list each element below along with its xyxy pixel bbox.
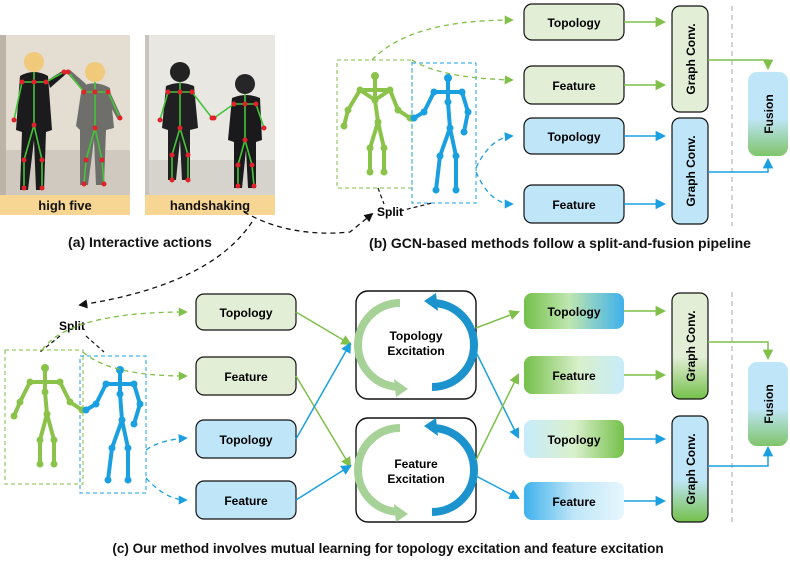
graph-conv-label: Graph Conv. xyxy=(684,310,698,381)
feature-label: Feature xyxy=(552,79,596,93)
arrow xyxy=(295,311,352,346)
arrow xyxy=(295,464,352,501)
feature-label: Feature xyxy=(224,370,268,384)
photo-label-high-five: high five xyxy=(38,198,91,213)
blue-skeleton-box xyxy=(79,355,147,494)
arrow-photo-to-split xyxy=(78,221,253,309)
topology-label: Topology xyxy=(547,305,600,319)
photo-high-five xyxy=(0,35,130,195)
photo-label-bg xyxy=(145,195,275,215)
arrow xyxy=(475,351,519,439)
branch-arrow-topology xyxy=(371,15,514,61)
topology-label: Topology xyxy=(547,433,600,447)
blue-joints xyxy=(410,74,472,194)
topology-box xyxy=(524,420,624,458)
branch-arrow-topology xyxy=(475,132,514,169)
cycle-arrows-icon xyxy=(354,418,478,522)
split-connector xyxy=(39,335,105,353)
graph-conv-label: Graph Conv. xyxy=(684,135,698,206)
arrow xyxy=(708,341,774,361)
arrow xyxy=(475,373,519,461)
excitation-label: Excitation xyxy=(387,344,444,358)
green-joints xyxy=(340,72,414,176)
branch-arrow-topology xyxy=(145,434,188,451)
panel-b: Topology Feature Topology Feature Graph … xyxy=(243,3,788,251)
topology-label: Topology xyxy=(219,433,272,447)
caption-b: (b) GCN-based methods follow a split-and… xyxy=(369,235,751,251)
arrow xyxy=(475,475,520,499)
panel-c: Split Topology Feature xyxy=(4,221,788,556)
photo-handshaking xyxy=(145,35,275,195)
feature-box xyxy=(524,482,624,520)
topology-label: Topology xyxy=(547,16,600,30)
split-label: Split xyxy=(377,205,403,219)
fusion-box xyxy=(748,72,788,156)
arrow xyxy=(708,445,774,467)
photo-label-handshaking: handshaking xyxy=(170,198,250,213)
excitation-label: Topology xyxy=(389,329,442,343)
topology-label: Topology xyxy=(219,306,272,320)
branch-arrow-feature xyxy=(475,171,514,209)
excitation-label: Feature xyxy=(394,457,438,471)
graph-conv-label: Graph Conv. xyxy=(684,23,698,94)
graph-conv-label: Graph Conv. xyxy=(684,433,698,504)
blue-joints xyxy=(82,366,144,484)
blue-skeleton xyxy=(412,76,471,192)
feature-box xyxy=(524,356,624,394)
cycle-arrows-icon xyxy=(354,293,478,397)
photo-label-bg xyxy=(0,195,130,215)
green-skeleton-box xyxy=(336,59,413,189)
feature-label: Feature xyxy=(224,494,268,508)
green-skeleton-box xyxy=(4,349,84,485)
graph-conv-box xyxy=(671,415,709,523)
feature-label: Feature xyxy=(552,495,596,509)
arrow xyxy=(708,59,774,71)
fusion-label: Fusion xyxy=(762,384,776,423)
arrow-photo-to-split xyxy=(243,211,374,234)
arrow xyxy=(295,342,352,440)
split-connector xyxy=(377,187,433,212)
branch-arrow-topology xyxy=(41,307,188,351)
green-joints xyxy=(10,364,86,468)
topology-label: Topology xyxy=(547,130,600,144)
caption-c: (c) Our method involves mutual learning … xyxy=(112,541,663,556)
fusion-label: Fusion xyxy=(762,94,776,133)
arrow xyxy=(708,157,774,173)
caption-a: (a) Interactive actions xyxy=(68,234,212,250)
branch-arrow-feature xyxy=(145,477,188,505)
split-label: Split xyxy=(59,319,85,333)
arrow xyxy=(475,310,520,329)
branch-arrow-feature xyxy=(82,351,188,381)
topology-box xyxy=(524,293,624,329)
blue-skeleton-box xyxy=(411,62,477,204)
excitation-label: Excitation xyxy=(387,472,444,486)
fusion-box xyxy=(748,362,788,446)
panel-a: high five xyxy=(0,35,275,250)
feature-label: Feature xyxy=(552,369,596,383)
graph-conv-box xyxy=(671,292,709,400)
arrow xyxy=(295,375,352,468)
graph-conv-box xyxy=(671,117,709,225)
feature-label: Feature xyxy=(552,198,596,212)
graph-conv-box xyxy=(671,5,709,113)
